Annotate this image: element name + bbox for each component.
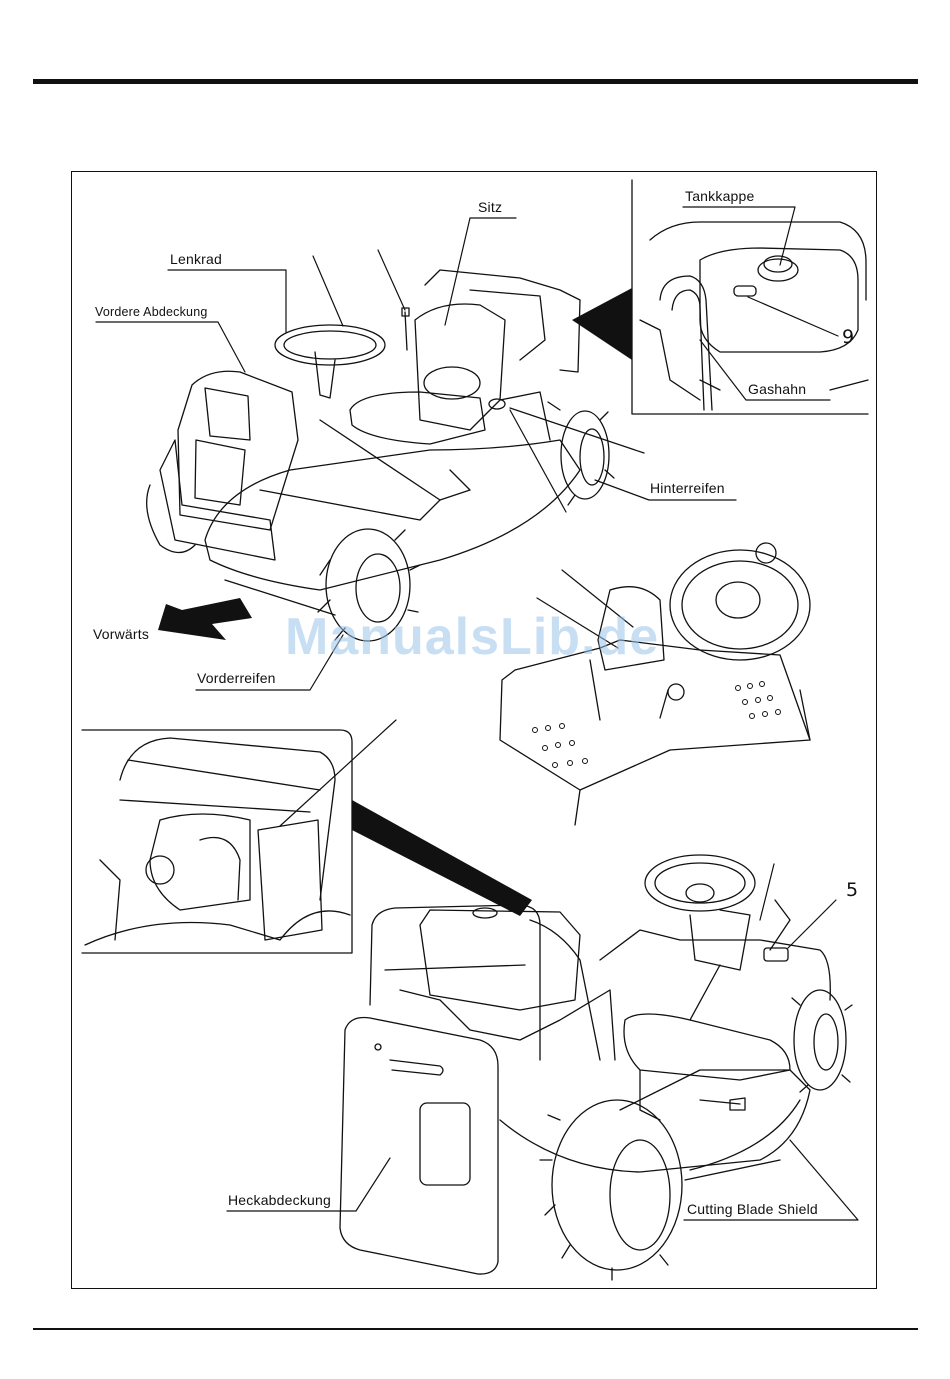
label-tankkappe: Tankkappe — [685, 188, 755, 204]
label-sitz: Sitz — [478, 199, 502, 215]
mower-front-view — [147, 270, 614, 641]
engine-inset — [82, 730, 352, 953]
label-lenkrad: Lenkrad — [170, 251, 222, 267]
label-cutting-blade-shield: Cutting Blade Shield — [687, 1201, 818, 1217]
callout-9: 9 — [842, 326, 854, 348]
label-gashahn: Gashahn — [748, 381, 806, 397]
label-vordere-abdeckung: Vordere Abdeckung — [95, 305, 208, 319]
bottom-rule — [33, 1328, 918, 1330]
label-hinterreifen: Hinterreifen — [650, 480, 725, 496]
callout-5: 5 — [846, 879, 858, 901]
label-heckabdeckung: Heckabdeckung — [228, 1192, 331, 1208]
leader-lines — [96, 207, 858, 1220]
label-vorderreifen: Vorderreifen — [197, 670, 276, 686]
label-vorwaerts: Vorwärts — [93, 626, 149, 642]
dashboard-detail — [500, 543, 810, 825]
fuel-tank-inset — [632, 180, 877, 414]
watermark: ManualsLib.de — [285, 607, 659, 667]
